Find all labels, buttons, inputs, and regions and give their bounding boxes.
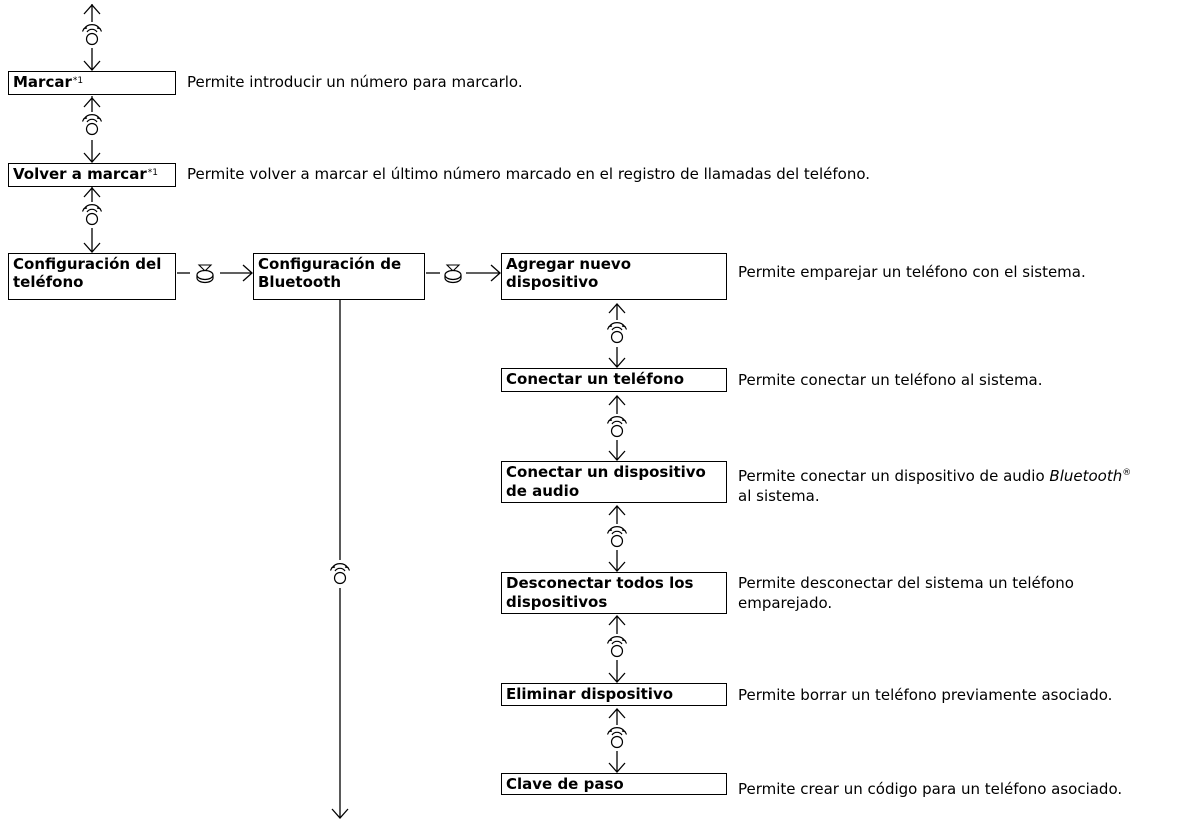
menu-item-description: Permite volver a marcar el último número…: [187, 165, 871, 183]
up-arrow-icon: [608, 505, 626, 516]
menu-item-description: Permite conectar un dispositivo de audio…: [738, 467, 1132, 505]
menu-item-label: Agregar nuevo: [506, 255, 632, 273]
submenu-item-connect-phone[interactable]: Conectar un teléfono: [501, 368, 727, 392]
menu-item-description: Permite conectar un teléfono al sistema.: [738, 371, 1043, 389]
down-arrow-icon: [331, 808, 349, 819]
footnote-mark: *1: [72, 76, 84, 86]
menu-item-label: teléfono: [13, 273, 84, 291]
down-arrow-icon: [83, 152, 101, 163]
menu-item-label: dispositivo: [506, 273, 599, 291]
menu-item-label: Bluetooth: [258, 273, 342, 291]
menu-item-dial[interactable]: Marcar*1: [8, 71, 176, 95]
menu-item-description: Permite crear un código para un teléfono…: [738, 780, 1123, 798]
menu-item-label: Volver a marcar: [13, 165, 147, 183]
submenu-item-connect-audio-device[interactable]: Conectar un dispositivo de audio: [501, 461, 727, 503]
rotate-selector-knob-icon: [81, 114, 103, 136]
menu-item-description: Permite desconectar del sistema un teléf…: [738, 574, 1074, 612]
up-arrow-icon: [83, 187, 101, 198]
rotate-selector-knob-icon: [606, 636, 628, 658]
up-arrow-icon: [83, 4, 101, 15]
down-arrow-icon: [608, 762, 626, 773]
submenu-item-passkey[interactable]: Clave de paso: [501, 773, 727, 795]
menu-item-bluetooth-settings[interactable]: Configuración de Bluetooth: [253, 253, 425, 300]
up-arrow-icon: [83, 97, 101, 108]
press-selector-knob-icon: [196, 264, 214, 284]
up-arrow-icon: [608, 303, 626, 314]
rotate-selector-knob-icon: [81, 204, 103, 226]
menu-item-phone-settings[interactable]: Configuración del teléfono: [8, 253, 176, 300]
down-arrow-icon: [608, 450, 626, 461]
down-arrow-icon: [608, 561, 626, 572]
menu-item-label: de audio: [506, 482, 580, 500]
menu-item-label: Conectar un dispositivo: [506, 463, 706, 481]
submenu-item-add-device[interactable]: Agregar nuevo dispositivo: [501, 253, 727, 300]
down-arrow-icon: [83, 242, 101, 253]
down-arrow-icon: [608, 357, 626, 368]
up-arrow-icon: [608, 615, 626, 626]
rotate-selector-knob-icon: [606, 727, 628, 749]
menu-item-label: Clave de paso: [506, 775, 624, 793]
menu-item-label: Conectar un teléfono: [506, 370, 685, 388]
menu-item-label: dispositivos: [506, 593, 608, 611]
down-arrow-icon: [608, 672, 626, 683]
right-arrow-icon: [490, 264, 501, 282]
menu-item-description: Permite introducir un número para marcar…: [187, 73, 523, 91]
right-arrow-icon: [242, 264, 253, 282]
down-arrow-icon: [83, 60, 101, 71]
press-selector-knob-icon: [444, 264, 462, 284]
rotate-selector-knob-icon: [329, 563, 351, 585]
submenu-item-delete-device[interactable]: Eliminar dispositivo: [501, 683, 727, 706]
submenu-item-disconnect-all[interactable]: Desconectar todos los dispositivos: [501, 572, 727, 614]
menu-item-label: Desconectar todos los: [506, 574, 694, 592]
menu-item-label: Eliminar dispositivo: [506, 685, 674, 703]
menu-item-redial[interactable]: Volver a marcar*1: [8, 163, 176, 187]
menu-item-description: Permite borrar un teléfono previamente a…: [738, 686, 1113, 704]
rotate-selector-knob-icon: [81, 24, 103, 46]
menu-item-label: Configuración de: [258, 255, 402, 273]
menu-item-label: Configuración del: [13, 255, 162, 273]
footnote-mark: *1: [147, 168, 158, 178]
menu-item-label: Marcar: [13, 73, 72, 91]
up-arrow-icon: [608, 708, 626, 719]
rotate-selector-knob-icon: [606, 416, 628, 438]
rotate-selector-knob-icon: [606, 526, 628, 548]
rotate-selector-knob-icon: [606, 322, 628, 344]
up-arrow-icon: [608, 395, 626, 406]
menu-item-description: Permite emparejar un teléfono con el sis…: [738, 263, 1086, 281]
